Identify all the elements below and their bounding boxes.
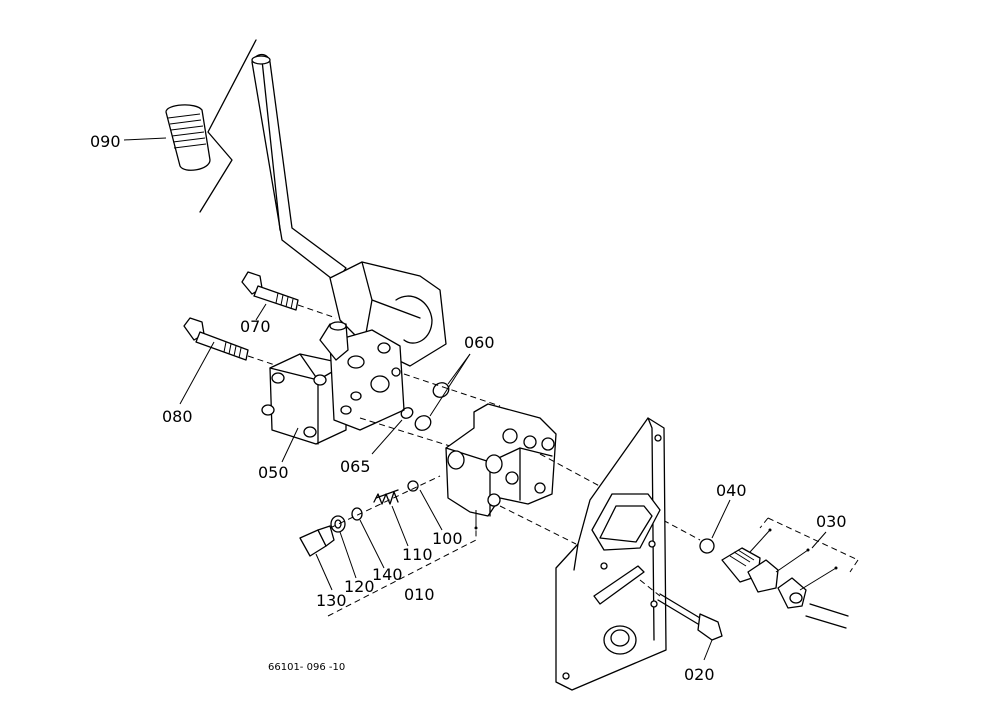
seal-120 (330, 515, 346, 533)
leader-140 (359, 519, 385, 569)
label-110: 110 (402, 545, 433, 564)
leader-050 (281, 427, 299, 463)
label-140: 140 (372, 565, 403, 584)
dot-030-b (806, 548, 810, 552)
label-065: 065 (340, 457, 371, 476)
leader-090 (123, 137, 167, 141)
ball-100 (407, 480, 419, 492)
o-ring-065 (400, 407, 414, 419)
dash-030-right (849, 559, 859, 573)
leader-070 (255, 303, 267, 321)
label-010: 010 (404, 585, 435, 604)
o-ring-040 (699, 538, 715, 554)
leader-030-b (775, 549, 809, 573)
centerline-block-2 (499, 505, 577, 545)
label-060: 060 (464, 333, 495, 352)
leader-110 (391, 505, 409, 547)
washer-140 (351, 507, 363, 521)
leader-080 (179, 341, 215, 405)
label-050: 050 (258, 463, 289, 482)
leader-100 (419, 489, 443, 531)
label-090: 090 (90, 132, 121, 151)
centerline-060 (403, 373, 501, 407)
centerline-080 (247, 355, 279, 367)
dash-030-top (767, 517, 859, 561)
label-080: 080 (162, 407, 193, 426)
leader-120 (339, 531, 357, 579)
leader-030-c (799, 567, 837, 591)
label-120: 120 (344, 577, 375, 596)
centerline-070 (297, 304, 337, 319)
centerline-065 (359, 417, 451, 447)
label-100: 100 (432, 529, 463, 548)
centerline-small-parts (329, 475, 441, 529)
leader-020 (703, 639, 713, 661)
label-130: 130 (316, 591, 347, 610)
fitting-030 (721, 547, 849, 629)
label-040: 040 (716, 481, 747, 500)
leader-030-a (749, 529, 771, 553)
leader-040 (711, 499, 731, 539)
spring-110 (373, 489, 399, 505)
break-line (199, 39, 257, 213)
dash-030-left (759, 517, 769, 529)
leader-130 (315, 553, 333, 591)
drawing-code: 66101- 096 -10 (268, 662, 345, 673)
label-020: 020 (684, 665, 715, 684)
label-070: 070 (240, 317, 271, 336)
dot-030-c (834, 566, 838, 570)
plug-130 (299, 525, 335, 557)
dash-010 (327, 530, 477, 617)
leader-060-b (429, 353, 471, 417)
bolt-020 (657, 593, 723, 641)
valve-body-050 (261, 321, 405, 445)
dot-010 (474, 526, 478, 530)
pedal-arm (251, 53, 347, 283)
o-rings-060 (414, 382, 450, 431)
mounting-plate (555, 417, 667, 691)
bolt-070 (241, 271, 299, 311)
leader-065 (371, 419, 403, 455)
bolt-080 (183, 317, 249, 361)
pedal-pad (165, 104, 211, 171)
centerline-020 (639, 579, 661, 597)
dot-030-a (768, 528, 772, 532)
label-030: 030 (816, 512, 847, 531)
valve-block (445, 403, 557, 517)
leader-030 (811, 531, 827, 549)
